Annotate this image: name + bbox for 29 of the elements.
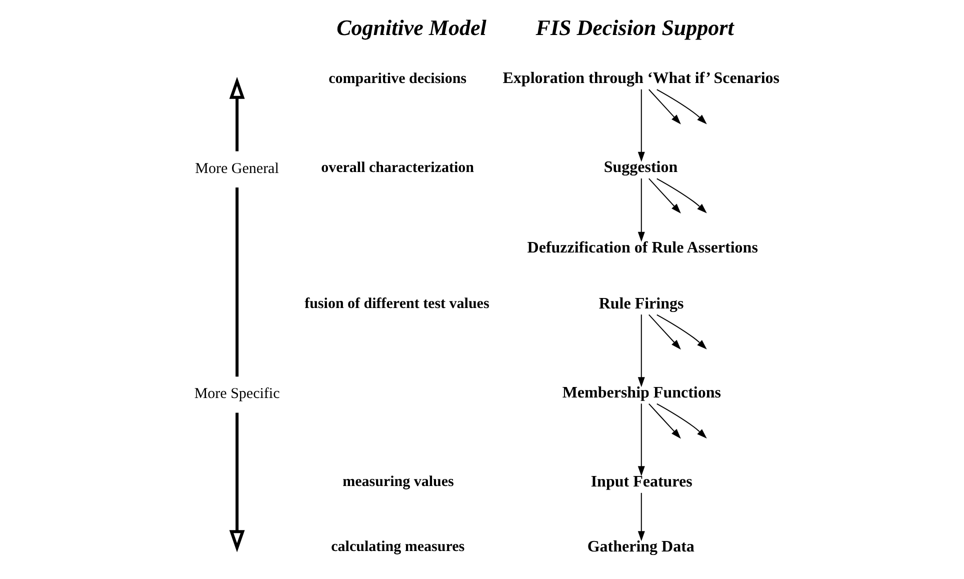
arrow	[637, 88, 644, 162]
label: overall characterization	[320, 160, 474, 176]
arrow	[637, 492, 644, 542]
label: More Specific	[194, 386, 280, 402]
arrow	[656, 89, 706, 124]
label: comparitive decisions	[328, 70, 466, 87]
node-text: Rule Firings	[598, 295, 684, 312]
node-text: Exploration through ‘What if’ Scenarios	[502, 70, 780, 88]
label: calculating measures	[330, 539, 464, 556]
node-text: Input Features	[590, 473, 692, 490]
label: fusion of different test values	[304, 296, 489, 312]
arrow	[656, 403, 706, 438]
arrow	[637, 403, 644, 476]
arrow	[637, 178, 644, 242]
arrow	[656, 314, 706, 350]
arrow	[648, 89, 680, 124]
label: More General	[194, 160, 278, 177]
node-text: Membership Functions	[562, 384, 720, 402]
node-text: Suggestion	[603, 159, 678, 176]
label: Cognitive Model	[336, 14, 486, 40]
arrow	[637, 314, 644, 388]
arrow	[648, 403, 680, 439]
arrow	[648, 314, 680, 350]
node-text: Gathering Data	[586, 538, 694, 556]
arrow	[648, 178, 680, 214]
arrow	[656, 178, 706, 214]
node-text: Defuzzification of Rule Assertions	[526, 239, 758, 256]
label: measuring values	[342, 474, 454, 490]
label: FIS Decision Support	[535, 14, 734, 40]
